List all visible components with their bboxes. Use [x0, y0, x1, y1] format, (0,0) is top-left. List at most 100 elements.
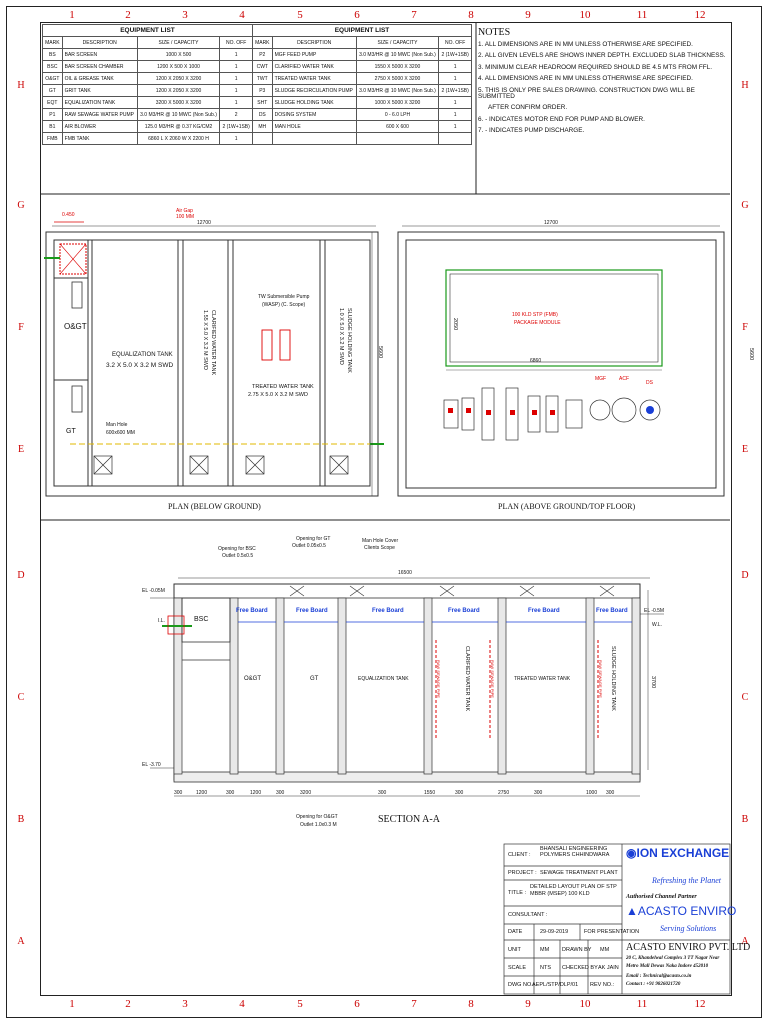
title-block-grid	[503, 843, 731, 995]
manhole-size: 600x600 MM	[106, 430, 135, 436]
note-item: 7. - INDICATES PUMP DISCHARGE.	[478, 127, 585, 135]
title-label: TITLE :	[508, 890, 527, 896]
tw-pump-scope: (WASP) (C. Scope)	[262, 302, 306, 308]
notes-title: NOTES	[478, 27, 511, 38]
section-width-dim: 16500	[398, 570, 412, 576]
equipment-cell	[271, 132, 357, 145]
column-number: 6	[354, 998, 360, 1010]
eq-tank-label: EQUALIZATION TANK	[112, 352, 173, 358]
column-number: 9	[525, 9, 531, 21]
equipment-cell: 3200 X 5000 X 3200	[136, 96, 221, 109]
free-board-label: Free Board	[296, 608, 328, 614]
tw-pump-label: TW Submersible Pump	[258, 294, 310, 300]
scale-value: NTS	[540, 965, 551, 971]
section-bottom-dim: 300	[606, 790, 615, 796]
column-number: 2	[125, 9, 131, 21]
tw-tank-label: TREATED WATER TANK	[252, 384, 314, 390]
client-value: BHANSALI ENGINEERING POLYMERS CHHINDWARA	[540, 846, 610, 859]
project-value: SEWAGE TREATMENT PLANT	[540, 870, 618, 876]
section-tank-eq: EQUALIZATION TANK	[358, 676, 409, 682]
equipment-cell: 2 (1W+1SB)	[438, 48, 472, 61]
opening-gt-label: Opening for GT	[296, 536, 331, 542]
free-board-label: Free Board	[596, 608, 628, 614]
level-bottom: EL -3.70	[142, 762, 161, 768]
section-bottom-dim: 2750	[498, 790, 510, 796]
dwg-value: AEPL/STP/DLP/01	[532, 982, 579, 988]
column-number: 5	[297, 998, 303, 1010]
address-line-1: 20 C, Khandelwal Complex 3 TT Nagar Near	[626, 956, 720, 961]
row-letter: E	[741, 444, 749, 455]
plan-above-width-dim: 12700	[544, 220, 558, 226]
column-number: 1	[69, 9, 75, 21]
row-letter: B	[741, 814, 749, 825]
section-tank-bsc: BSC	[194, 616, 209, 623]
acasto-logo: ▲ACASTO ENVIRO	[626, 904, 736, 918]
plan-below-title: PLAN (BELOW GROUND)	[168, 502, 261, 511]
section-tank-cw: CLARIFIED WATER TANK	[464, 646, 470, 712]
acasto-brand-text: ACASTO ENVIRO	[637, 904, 737, 918]
column-number: 4	[239, 998, 245, 1010]
row-letter: D	[741, 570, 749, 581]
purpose-value: FOR PRESENTATION	[584, 929, 640, 935]
column-number: 5	[297, 9, 303, 21]
note-item: 5. THIS IS ONLY PRE SALES DRAWING. CONST…	[478, 86, 695, 101]
column-number: 12	[694, 998, 706, 1010]
opening-bsc-label: Opening for BSC	[218, 546, 256, 552]
row-letter: A	[17, 936, 25, 947]
section-bottom-dim: 1000	[586, 790, 598, 796]
tag-acf: ACF	[619, 376, 629, 382]
checked-label: CHECKED BY	[562, 965, 598, 971]
section-height-dim: 3700	[650, 676, 656, 689]
drawing-border	[40, 22, 732, 996]
acasto-logo-icon: ▲	[626, 904, 638, 918]
section-bottom-dim: 1550	[424, 790, 436, 796]
section-tank-sh: SLUDGE HOLDING TANK	[610, 646, 616, 711]
section-bottom-dim: 300	[534, 790, 543, 796]
column-number: 7	[411, 9, 417, 21]
section-bottom-dim: 300	[378, 790, 387, 796]
ion-brand-text: ION EXCHANGE	[636, 846, 730, 860]
section-title: SECTION A-A	[378, 814, 440, 825]
column-number: 10	[579, 9, 591, 21]
column-number: 8	[468, 998, 474, 1010]
section-pipe-label-2: RAW SEWAGE PIPE	[490, 660, 495, 698]
equipment-cell: 1	[219, 132, 253, 145]
plan-below-ground	[44, 221, 384, 497]
plan-above-ground	[397, 225, 725, 497]
acasto-tagline: Serving Solutions	[660, 924, 717, 933]
equipment-cell: 6860 L X 2060 W X 2200 H	[136, 132, 221, 145]
plan-below-width-dim: 12700	[197, 220, 211, 226]
column-number: 8	[468, 9, 474, 21]
section-tank-gt: GT	[310, 676, 319, 682]
water-level: W.L.	[652, 622, 663, 628]
drawing-frame	[6, 6, 762, 1018]
note-item: 4. ALL DIMENSIONS ARE IN MM UNLESS OTHER…	[478, 75, 693, 83]
eq-tank-size: 3.2 X 5.0 X 3.2 M SWD	[106, 362, 174, 369]
section-bottom-dim: 300	[276, 790, 285, 796]
notes: NOTES 1. ALL DIMENSIONS ARE IN MM UNLESS…	[478, 28, 728, 140]
rev-label: REV NO.:	[590, 982, 615, 988]
og-tank-label: O&GT	[64, 322, 87, 331]
row-letter: F	[18, 322, 24, 333]
address-line-2: Metro Mall Dewas Naka Indore 452010	[626, 964, 709, 969]
sh-tank-label: SLUDGE HOLDING TANK	[346, 308, 352, 373]
row-letter: D	[17, 570, 25, 581]
column-number: 6	[354, 9, 360, 21]
section-pipe-label-1: RAW SEWAGE PIPE	[436, 660, 441, 698]
row-letter: C	[17, 692, 25, 703]
row-letter: B	[17, 814, 25, 825]
free-board-label: Free Board	[448, 608, 480, 614]
row-letter: H	[741, 80, 749, 91]
title-value: DETAILED LAYOUT PLAN OF STP MBBR (MSEP) …	[530, 884, 617, 897]
tag-ds: DS	[646, 380, 653, 386]
opening-bsc-value: Outlet 0.5x0.5	[222, 553, 254, 559]
section-bottom-dim: 300	[226, 790, 235, 796]
column-number: 3	[182, 9, 188, 21]
project-label: PROJECT :	[508, 870, 537, 876]
stp-sub-label: PACKAGE MODULE	[514, 320, 561, 326]
section-bottom-dim: 1200	[250, 790, 262, 796]
checked-value: AK JAIN	[598, 965, 619, 971]
